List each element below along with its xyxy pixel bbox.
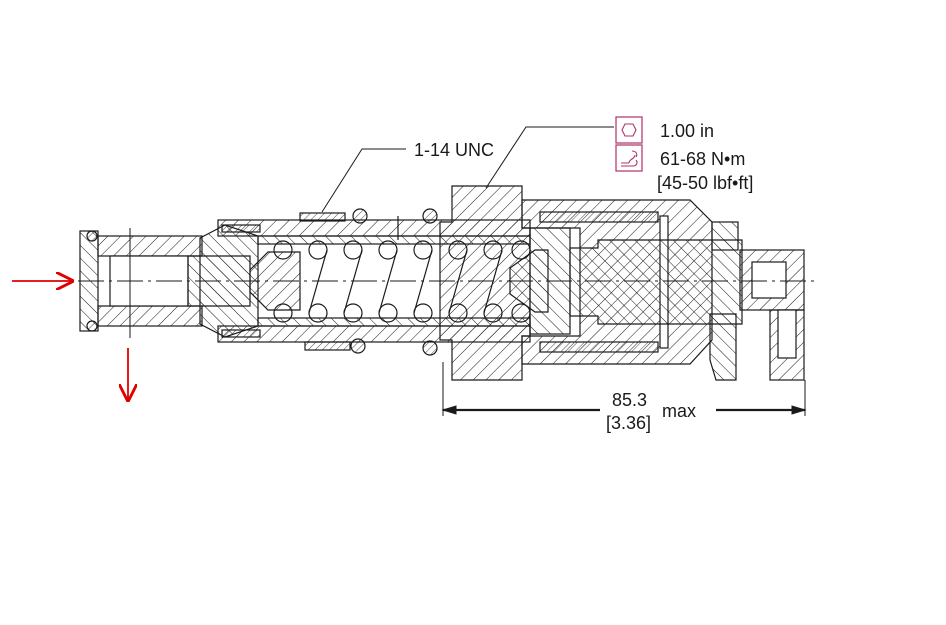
length-dimension <box>441 362 807 416</box>
torque-imperial-label: [45-50 lbf•ft] <box>657 173 753 193</box>
dimension-value-mm: 85.3 <box>612 390 647 410</box>
lock-nut <box>709 309 805 381</box>
hex-size-label: 1.00 in <box>660 121 714 141</box>
thread-callout: 1-14 UNC <box>414 140 494 160</box>
wrench-icon <box>615 144 643 172</box>
adjusting-screw <box>569 221 805 325</box>
dimension-value-in: [3.36] <box>606 413 651 433</box>
dimension-qualifier: max <box>662 401 696 421</box>
hex-leader <box>485 126 614 189</box>
hex-nut-icon <box>615 116 643 144</box>
thread-leader <box>321 148 406 213</box>
torque-metric-label: 61-68 N•m <box>660 149 745 169</box>
